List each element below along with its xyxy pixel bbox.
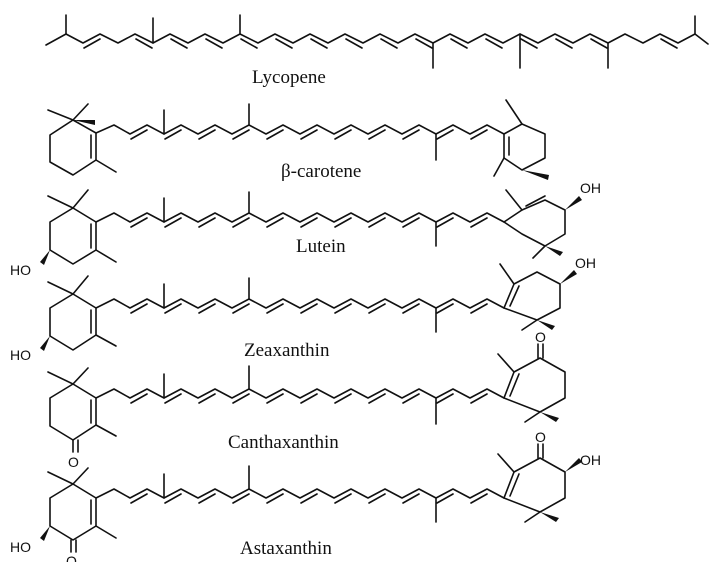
lutein-chain (95, 212, 505, 223)
lycopene-double-bonds (83, 38, 678, 49)
lutein-oh-label: OH (580, 180, 601, 196)
beta-carotene-right-ring (503, 123, 546, 171)
zeaxanthin-ho-label: HO (10, 347, 31, 363)
beta-carotene-chain (95, 124, 505, 135)
canthaxanthin-label: Canthaxanthin (228, 432, 339, 453)
astaxanthin-label: Astaxanthin (240, 538, 332, 559)
canthaxanthin-structure (47, 343, 566, 453)
astaxanthin-oh-label: OH (580, 452, 601, 468)
lycopene-chain (45, 33, 709, 46)
beta-carotene-left-methyls (47, 103, 117, 173)
astaxanthin-ho-label: HO (10, 539, 31, 555)
lutein-right-ring (503, 199, 566, 247)
lycopene-structure (45, 14, 709, 69)
beta-carotene-structure (47, 99, 549, 180)
zeaxanthin-chain (95, 298, 505, 309)
astaxanthin-chain (95, 488, 505, 499)
canthaxanthin-upper-o-label: O (535, 329, 546, 345)
beta-carotene-right-methyls (493, 99, 523, 177)
beta-carotene-left-ring (49, 119, 97, 176)
zeaxanthin-left-ring (49, 293, 97, 351)
canthaxanthin-right-ring (503, 357, 566, 413)
beta-carotene-wedge (522, 170, 549, 180)
lutein-ho-label: HO (10, 262, 31, 278)
canthaxanthin-lower-o-label: O (68, 454, 79, 470)
lycopene-label: Lycopene (252, 67, 326, 88)
astaxanthin-lower-o-label: O (66, 553, 77, 562)
astaxanthin-right-ring (503, 457, 566, 513)
beta-carotene-label: β-carotene (281, 161, 361, 182)
lutein-structure (40, 189, 582, 265)
astaxanthin-structure (40, 443, 582, 553)
lutein-left-ring (49, 207, 97, 265)
lycopene-methyls (65, 14, 696, 69)
canthaxanthin-chain (95, 388, 505, 399)
zeaxanthin-oh-label: OH (575, 255, 596, 271)
canthaxanthin-left-ring (49, 383, 97, 441)
astaxanthin-left-ring (49, 483, 97, 541)
zeaxanthin-right-ring (503, 271, 561, 321)
astaxanthin-upper-o-label: O (535, 429, 546, 445)
zeaxanthin-label: Zeaxanthin (244, 340, 330, 361)
zeaxanthin-structure (40, 263, 577, 351)
lutein-label: Lutein (296, 236, 346, 257)
